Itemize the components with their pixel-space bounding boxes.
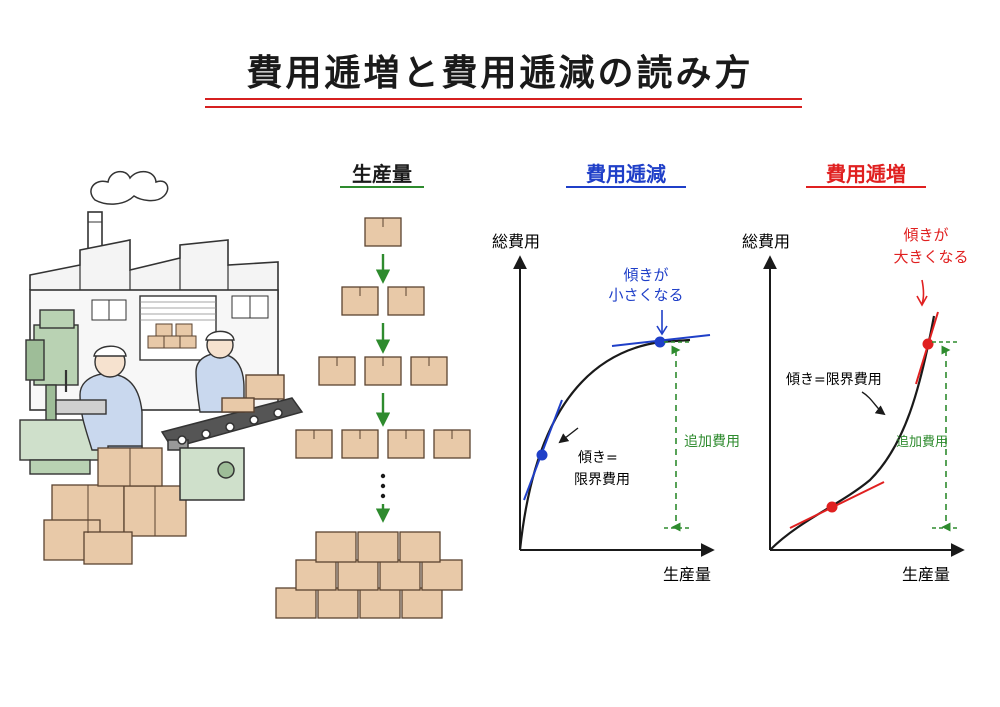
increasing-x-label: 生産量 [902, 565, 950, 584]
decreasing-marginal-arrow [558, 427, 579, 444]
increasing-added-cost: 追加費用 [896, 434, 948, 450]
product-box [410, 356, 448, 386]
increasing-chart: 総費用 生産量 傾きが 大きくなる 傾き=限界費用 追加費用 [742, 226, 969, 584]
decreasing-added-cost: 追加費用 [684, 434, 740, 450]
decreasing-chart: 総費用 生産量 傾きが 小さくなる 傾き= 限界費用 追加費用 [492, 232, 740, 584]
factory-roof [29, 239, 279, 300]
increasing-note-arrow [921, 279, 925, 305]
decreasing-heading-underline [566, 186, 686, 188]
increasing-y-label: 総費用 [742, 232, 790, 251]
ellipsis-dot [380, 483, 386, 489]
increasing-point-high [922, 338, 934, 350]
decreasing-y-label: 総費用 [492, 232, 540, 251]
factory-windows [91, 295, 269, 321]
factory-door [139, 295, 217, 361]
decreasing-slope-note-2: 小さくなる [608, 286, 683, 304]
stacked-box [337, 559, 379, 591]
stacked-box [357, 531, 399, 563]
page-title: 費用逓増と費用逓減の読み方 [246, 53, 754, 94]
stacked-box [399, 531, 441, 563]
increasing-marginal: 傾き=限界費用 [786, 372, 882, 388]
decreasing-marginal-1: 傾き= [578, 450, 618, 466]
increasing-heading-underline [806, 186, 926, 188]
production-boxes [275, 217, 471, 619]
conveyor-belt [160, 397, 304, 501]
increasing-point-low [826, 501, 838, 513]
stacked-box [421, 559, 463, 591]
decreasing-point-low [536, 449, 548, 461]
increasing-heading: 費用逓増 [826, 162, 906, 186]
stacked-box [295, 559, 337, 591]
stacked-box [359, 587, 401, 619]
production-heading-underline [340, 186, 424, 188]
stacked-box [275, 587, 317, 619]
worker-right [195, 330, 285, 413]
decreasing-point-high [654, 336, 666, 348]
stacked-box [317, 587, 359, 619]
production-heading: 生産量 [352, 162, 412, 186]
decreasing-slope-note-1: 傾きが [623, 266, 668, 284]
stacked-box [379, 559, 421, 591]
decreasing-x-label: 生産量 [663, 565, 711, 584]
increasing-slope-note-1: 傾きが [903, 226, 948, 244]
stacked-box [401, 587, 443, 619]
product-box [341, 429, 379, 459]
decreasing-heading: 費用逓減 [586, 162, 666, 186]
ellipsis-dot [380, 493, 386, 499]
decreasing-total-cost-curve [518, 338, 691, 551]
ellipsis-dot [380, 473, 386, 479]
factory-illustration [19, 170, 304, 565]
title-underline-bottom [205, 106, 802, 108]
increasing-total-cost-curve [769, 315, 936, 551]
stacked-box [315, 531, 357, 563]
smoke-icon [90, 170, 169, 205]
increasing-slope-note-2: 大きくなる [893, 248, 968, 266]
title-underline-top [205, 98, 802, 100]
increasing-marginal-arrow [861, 391, 886, 416]
decreasing-marginal-2: 限界費用 [574, 472, 630, 488]
